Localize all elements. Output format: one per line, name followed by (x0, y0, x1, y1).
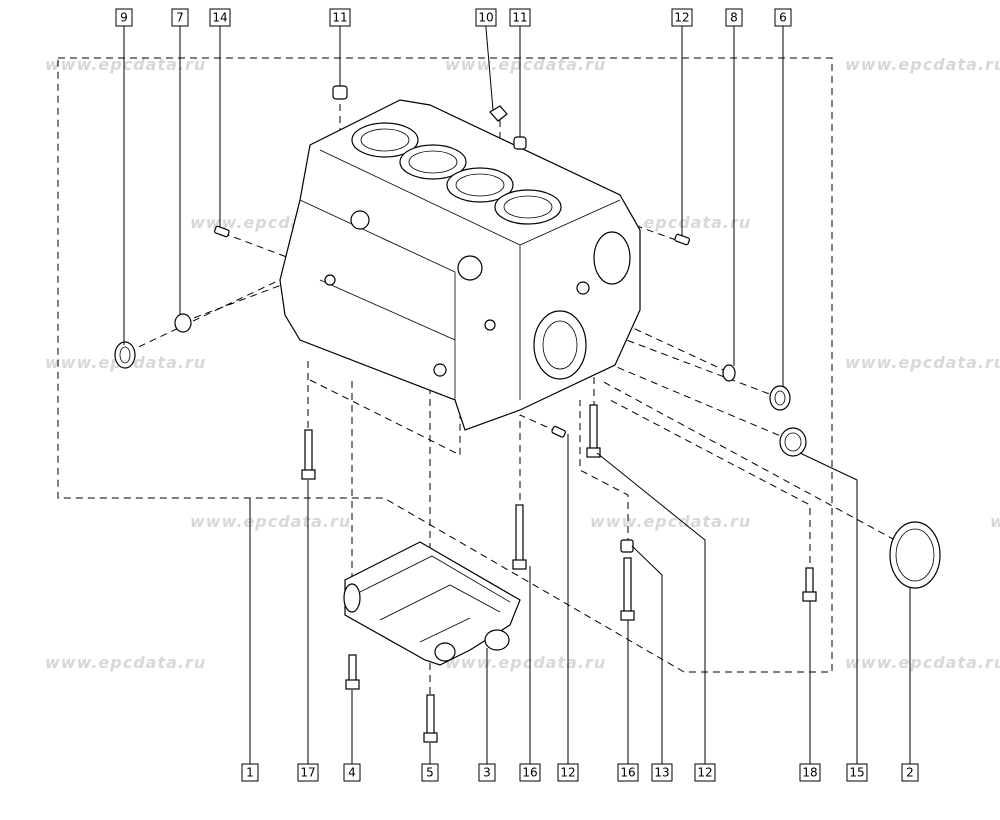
callout-6: 6 (774, 8, 792, 27)
watermark-text: www.epcdata.ru (45, 55, 206, 74)
watermark-text: www.epcdata.ru (445, 653, 606, 672)
callout-label: 11 (332, 11, 347, 25)
callouts-top: 9 7 14 11 10 11 12 8 6 (115, 8, 792, 27)
callout-3: 3 (478, 763, 496, 782)
bearing-frame (343, 541, 521, 666)
callout-label: 1 (246, 766, 254, 780)
cylinder-block (279, 99, 641, 431)
watermark-text: www.epcdata.ru (845, 55, 1000, 74)
callout-label: 5 (426, 766, 434, 780)
callout-label: 16 (620, 766, 635, 780)
leader-lines (123, 26, 911, 764)
callout-label: 15 (849, 766, 864, 780)
watermark-text: www.epcdata.ru (845, 353, 1000, 372)
assembly-frame (57, 57, 833, 673)
callout-14: 14 (209, 8, 231, 27)
callout-8: 8 (725, 8, 743, 27)
callout-label: 4 (348, 766, 356, 780)
callout-label: 7 (176, 11, 184, 25)
callout-label: 3 (483, 766, 491, 780)
watermark-text: www.epcdata.ru (445, 55, 606, 74)
callout-16-left: 16 (519, 763, 541, 782)
callout-9: 9 (115, 8, 133, 27)
callout-12-top: 12 (671, 8, 693, 27)
callout-4: 4 (343, 763, 361, 782)
watermark-text: www.epcdata.ru (45, 653, 206, 672)
callout-label: 6 (779, 11, 787, 25)
callout-12-bottom-right: 12 (694, 763, 716, 782)
watermark-text: www.epcdata.ru (190, 512, 351, 531)
callout-5: 5 (421, 763, 439, 782)
watermark-text: www.epcdata.ru (590, 512, 751, 531)
callout-label: 12 (674, 11, 689, 25)
callout-11-left: 11 (329, 8, 351, 27)
callout-15: 15 (846, 763, 868, 782)
callout-label: 16 (522, 766, 537, 780)
callout-label: 12 (560, 766, 575, 780)
callout-label: 18 (802, 766, 817, 780)
callout-label: 14 (212, 11, 227, 25)
callout-12-bottom-left: 12 (557, 763, 579, 782)
watermark-text: www.epcdata.ru (990, 512, 1000, 531)
callout-label: 2 (906, 766, 914, 780)
callout-18: 18 (799, 763, 821, 782)
callout-label: 13 (654, 766, 669, 780)
callout-label: 10 (478, 11, 493, 25)
callout-13: 13 (651, 763, 673, 782)
callout-2: 2 (901, 763, 919, 782)
watermark-text: www.epcdata.ru (845, 653, 1000, 672)
component-parts (114, 85, 941, 743)
callout-label: 12 (697, 766, 712, 780)
callout-label: 9 (120, 11, 128, 25)
callout-label: 8 (730, 11, 738, 25)
callout-7: 7 (171, 8, 189, 27)
callout-label: 17 (300, 766, 315, 780)
callout-16-right: 16 (617, 763, 639, 782)
callouts-bottom: 1 17 4 5 3 16 12 16 13 12 18 15 2 (241, 763, 919, 782)
callout-10: 10 (475, 8, 497, 27)
callout-label: 11 (512, 11, 527, 25)
callout-1: 1 (241, 763, 259, 782)
callout-17: 17 (297, 763, 319, 782)
callout-11-right: 11 (509, 8, 531, 27)
